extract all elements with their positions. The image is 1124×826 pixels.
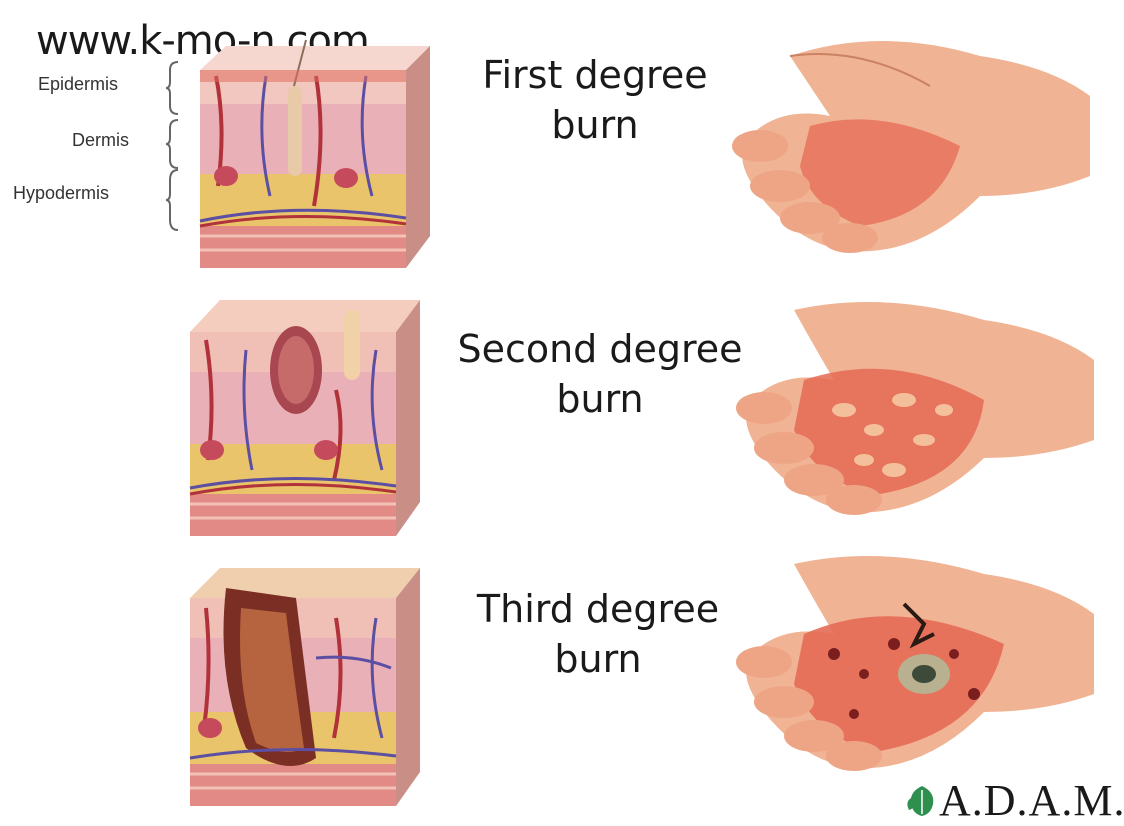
burn-label-third-degree: Third degree burn — [438, 584, 758, 684]
adam-logo: A.D.A.M. — [905, 775, 1124, 826]
burn-label-line2: burn — [440, 374, 760, 424]
burn-label-line1: Third degree — [438, 584, 758, 634]
skin-cross-section-third-degree — [186, 558, 426, 816]
skin-cross-section-first-degree — [196, 36, 436, 276]
brace-hypodermis — [166, 168, 184, 232]
burn-label-second-degree: Second degree burn — [440, 324, 760, 424]
hand-third-degree-burn — [724, 544, 1104, 780]
adam-logo-text: A.D.A.M. — [939, 775, 1124, 826]
burn-label-line1: Second degree — [440, 324, 760, 374]
burn-label-line2: burn — [438, 634, 758, 684]
skin-cross-section-second-degree — [186, 290, 426, 546]
hand-second-degree-burn — [724, 290, 1104, 522]
burn-label-first-degree: First degree burn — [435, 50, 755, 150]
hand-first-degree-burn — [720, 26, 1100, 266]
label-dermis: Dermis — [72, 130, 129, 151]
burn-label-line2: burn — [435, 100, 755, 150]
adam-leaf-icon — [905, 784, 939, 818]
brace-epidermis — [166, 60, 184, 116]
brace-dermis — [166, 118, 184, 170]
label-hypodermis: Hypodermis — [13, 183, 109, 204]
label-epidermis: Epidermis — [38, 74, 118, 95]
burn-label-line1: First degree — [435, 50, 755, 100]
